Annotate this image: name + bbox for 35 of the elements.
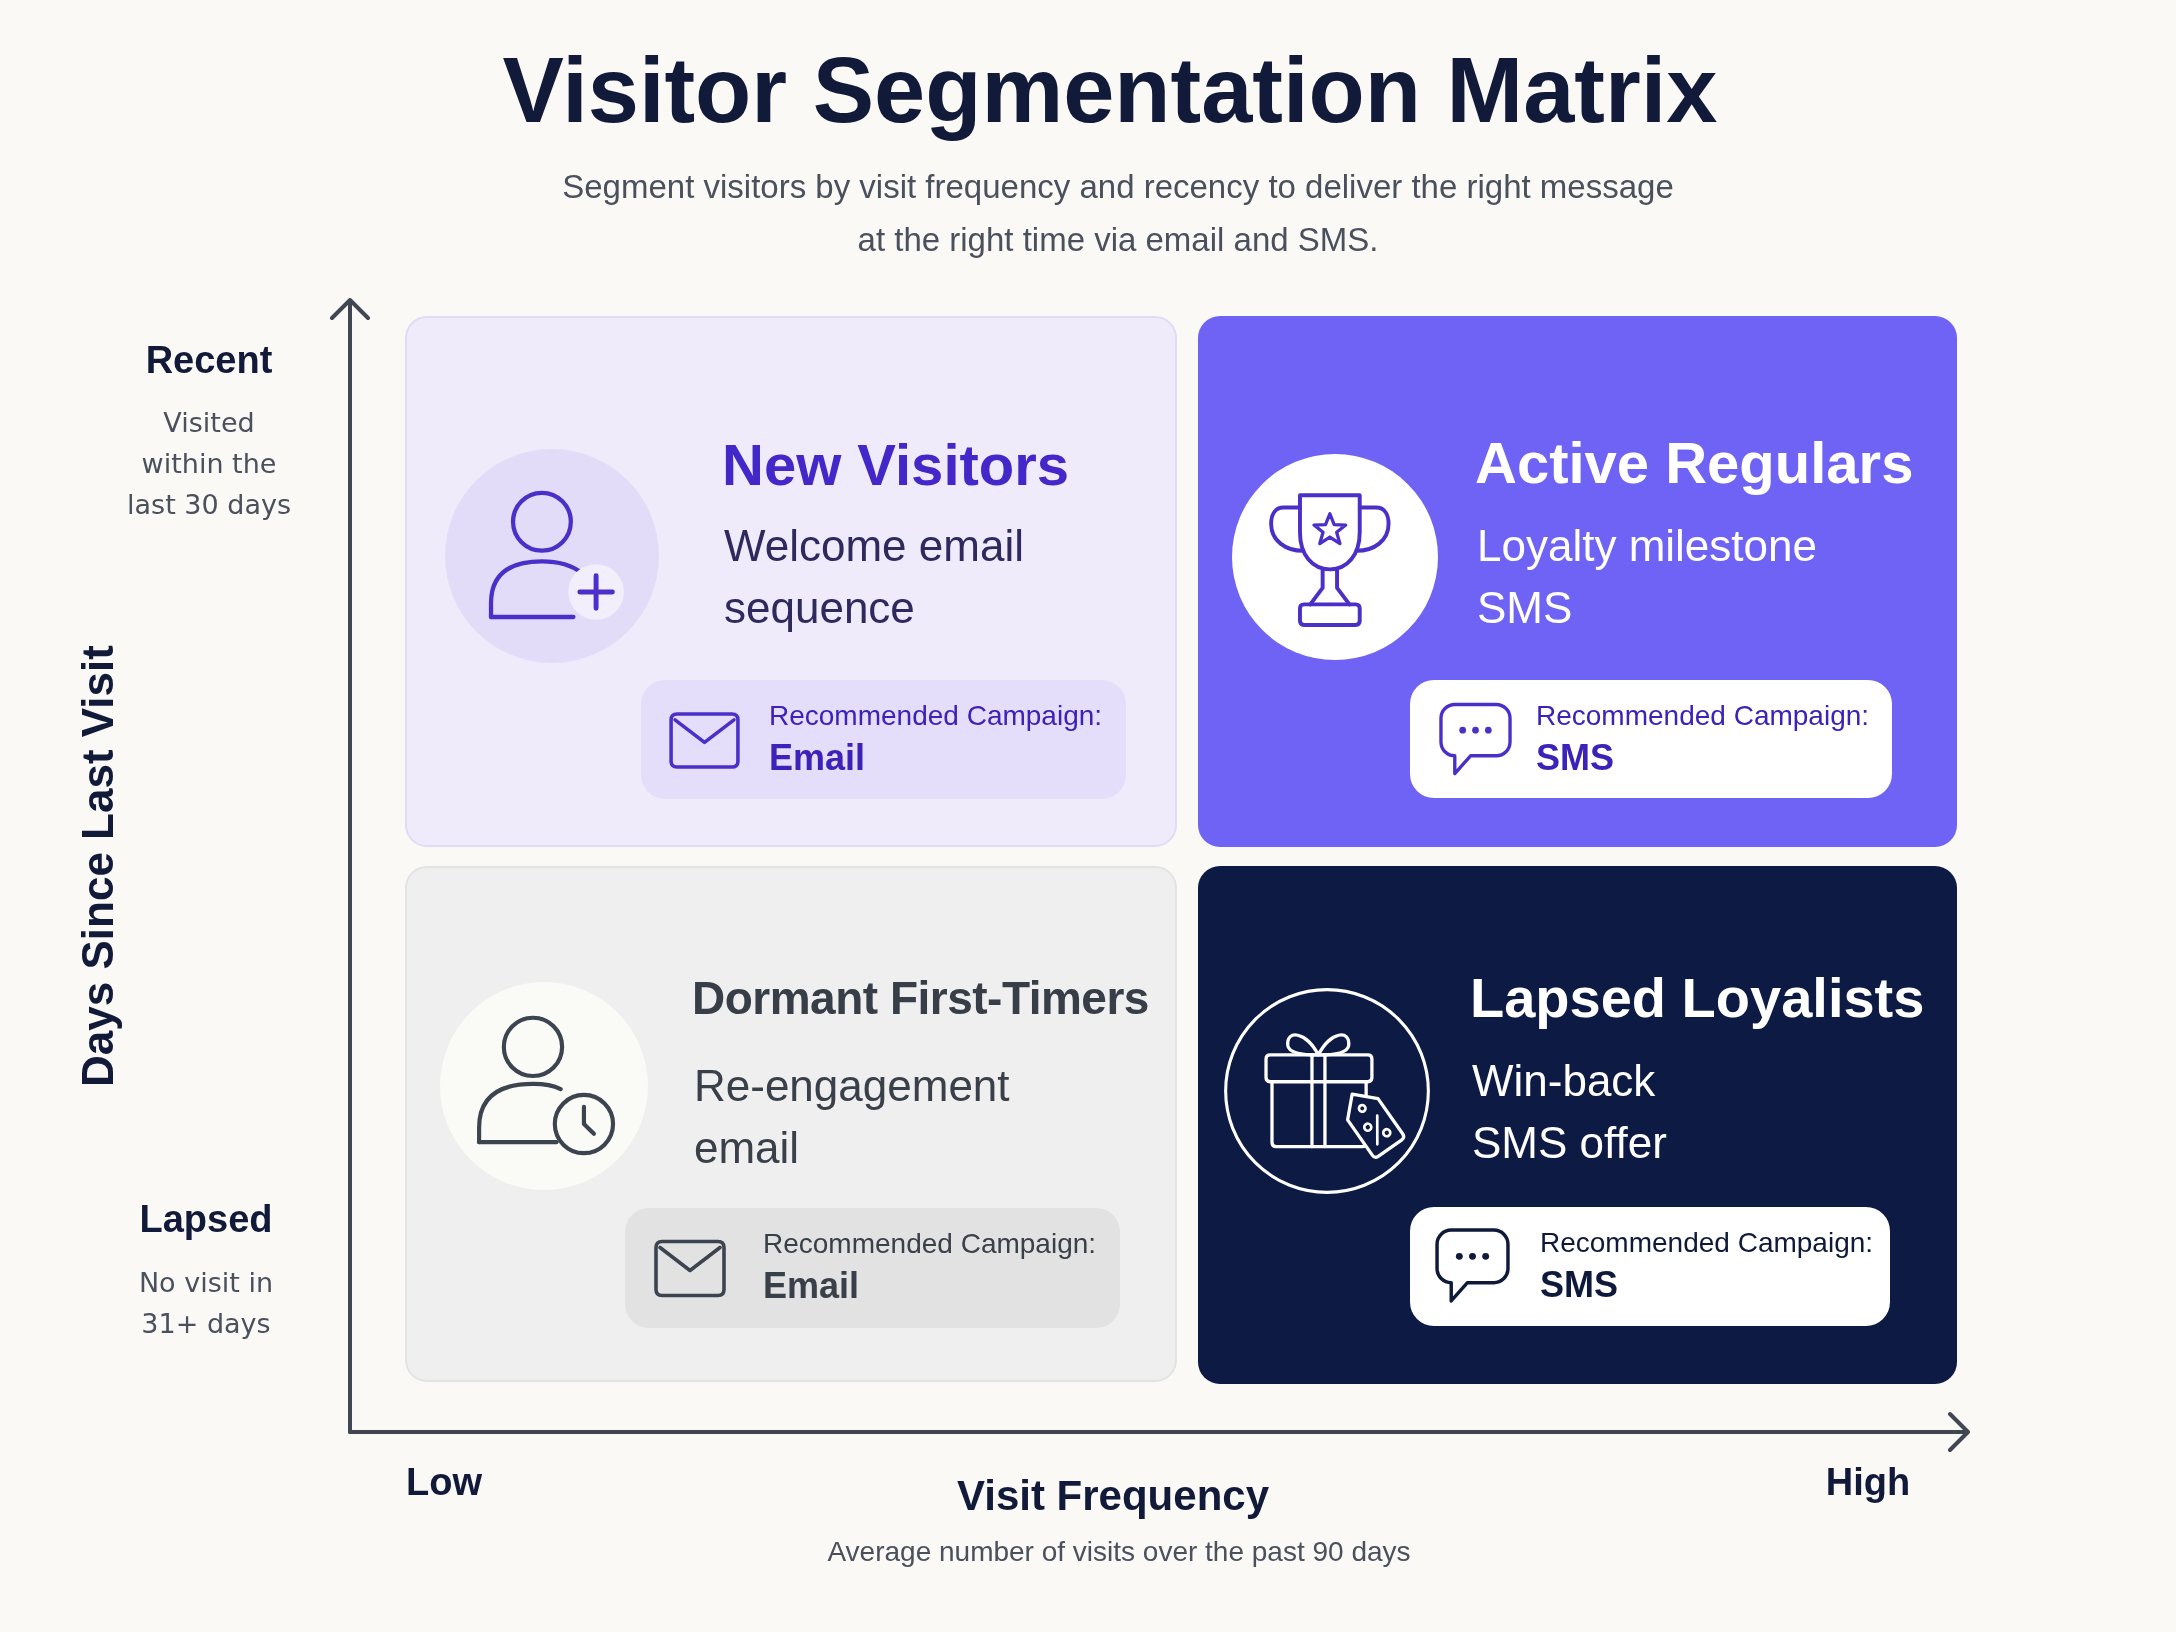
campaign-panel <box>1410 1207 1890 1326</box>
campaign-label: Recommended Campaign: <box>769 699 1103 733</box>
axis-title: Visit Frequency <box>957 1471 1269 1521</box>
axis-end-label: Lapsed <box>139 1197 273 1242</box>
segment-card <box>1198 866 1957 1384</box>
segment-description: Win-back SMS offer <box>1472 1055 1668 1169</box>
axis-end-label: High <box>1825 1460 1911 1505</box>
segment-description: Welcome email sequence <box>724 520 1025 634</box>
segment-title: Active Regulars <box>1475 430 1914 497</box>
axis-note: No visit in 31+ days <box>137 1266 275 1341</box>
segment-title: Dormant First-Timers <box>692 972 1149 1025</box>
segment-title: Lapsed Loyalists <box>1470 966 1925 1031</box>
segment-description: Loyalty milestone SMS <box>1477 520 1818 634</box>
segment-description: Re-engagement email <box>694 1060 1011 1174</box>
diagram-title: Visitor Segmentation Matrix <box>502 38 1718 143</box>
campaign-label: Recommended Campaign: <box>1536 699 1870 733</box>
campaign-channel: SMS <box>1536 737 1614 779</box>
campaign-panel <box>1410 680 1892 798</box>
axis-note: Average number of visits over the past 90 days <box>827 1535 1411 1569</box>
axis-end-label: Low <box>406 1460 482 1505</box>
campaign-panel <box>625 1208 1120 1328</box>
campaign-channel: Email <box>769 737 866 779</box>
campaign-label: Recommended Campaign: <box>763 1227 1097 1261</box>
segment-card <box>1198 316 1957 847</box>
axis-end-label: Recent <box>145 338 273 383</box>
axis-title: Days Since Last Visit <box>71 645 123 1087</box>
campaign-channel: Email <box>763 1265 860 1307</box>
campaign-label: Recommended Campaign: <box>1540 1226 1874 1260</box>
subtitle: Segment visitors by visit frequency and recency to deliver the right message at the right time via email and SMS. <box>561 167 1675 260</box>
axis-note: Visited within the last 30 days <box>126 406 292 522</box>
campaign-panel <box>641 680 1126 799</box>
campaign-channel: SMS <box>1540 1264 1618 1306</box>
segment-card <box>405 316 1177 847</box>
segment-title: New Visitors <box>722 432 1070 499</box>
segment-card <box>405 866 1177 1382</box>
